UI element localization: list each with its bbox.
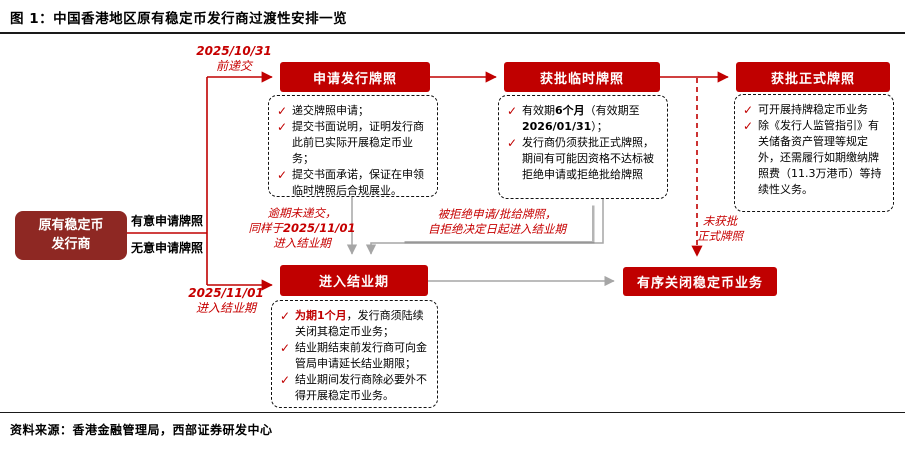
branch-label-no-intend-to-apply: 无意申请牌照 — [131, 241, 204, 255]
check-icon: ✓ — [277, 104, 288, 118]
detail-box-winddown-period: ✓ 为期1个月，发行商须陆续关闭其稳定币业务； ✓ 结业期结束前发行商可向金管局申请延… — [271, 300, 438, 408]
checklist-item-text: 除《发行人监管指引》有关储备资产管理等规定外，还需履行如期缴纳牌照费（11.3万… — [758, 119, 882, 196]
check-icon: ✓ — [280, 373, 291, 387]
checklist-item: ✓ 除《发行人监管指引》有关储备资产管理等规定外，还需履行如期缴纳牌照费（11.3… — [743, 118, 886, 198]
annotation-not-approved-formal: 未获批正式牌照 — [697, 214, 743, 243]
title-divider — [0, 32, 905, 34]
checklist-item-text: 提交书面承诺，保证在申领临时牌照后合规展业。 — [292, 168, 424, 197]
node-formal-license-approved: 获批正式牌照 — [736, 62, 890, 92]
check-icon: ✓ — [743, 119, 754, 133]
source-note: 资料来源：香港金融管理局，西部证券研发中心 — [10, 423, 273, 437]
checklist-item: ✓ 提交书面承诺，保证在申领临时牌照后合规展业。 — [277, 167, 430, 199]
node-original-stablecoin-issuer: 原有稳定币发行商 — [15, 211, 127, 260]
checklist-item: ✓ 可开展持牌稳定币业务 — [743, 102, 886, 118]
checklist-item: ✓ 结业期间发行商除必要外不得开展稳定币业务。 — [280, 372, 430, 404]
checklist-item-text: 可开展持牌稳定币业务 — [758, 103, 868, 116]
detail-box-formal-license: ✓ 可开展持牌稳定币业务 ✓ 除《发行人监管指引》有关储备资产管理等规定外，还需履行如… — [734, 94, 894, 212]
checklist-item-text: 递交牌照申请； — [292, 104, 369, 117]
checklist-item-text: 结业期间发行商除必要外不得开展稳定币业务。 — [295, 373, 427, 402]
node-temp-license-approved: 获批临时牌照 — [504, 62, 660, 92]
checklist-item: ✓ 提交书面说明，证明发行商此前已实际开展稳定币业务； — [277, 119, 430, 167]
check-icon: ✓ — [280, 341, 291, 355]
branch-label-intend-to-apply: 有意申请牌照 — [131, 214, 204, 228]
figure-title: 图 1：中国香港地区原有稳定币发行商过渡性安排一览 — [10, 11, 348, 27]
checklist-item: ✓ 有效期6个月（有效期至2026/01/31）； — [507, 103, 660, 135]
check-icon: ✓ — [507, 136, 518, 150]
annotation-rejected-application: 被拒绝申请/批给牌照，自拒绝决定日起进入结业期 — [402, 203, 592, 241]
detail-box-apply-license: ✓ 递交牌照申请； ✓ 提交书面说明，证明发行商此前已实际开展稳定币业务； ✓ 提交书面承… — [268, 95, 438, 197]
checklist-item-text: 提交书面说明，证明发行商此前已实际开展稳定币业务； — [292, 120, 424, 165]
checklist-item-text: 有效期6个月（有效期至2026/01/31）； — [522, 104, 640, 133]
node-close-stablecoin-business: 有序关闭稳定币业务 — [623, 267, 777, 296]
checklist-item: ✓ 递交牌照申请； — [277, 103, 430, 119]
detail-box-temp-license: ✓ 有效期6个月（有效期至2026/01/31）； ✓ 发行商仍须获批正式牌照，期间有… — [498, 95, 668, 199]
check-icon: ✓ — [277, 168, 288, 182]
checklist-item-text: 发行商仍须获批正式牌照，期间有可能因资格不达标被拒绝申请或拒绝批给牌照 — [522, 136, 654, 181]
check-icon: ✓ — [743, 103, 754, 117]
check-icon: ✓ — [280, 309, 291, 323]
checklist-item-text: 结业期结束前发行商可向金管局申请延长结业期限； — [295, 341, 427, 370]
checklist-item: ✓ 为期1个月，发行商须陆续关闭其稳定币业务； — [280, 308, 430, 340]
check-icon: ✓ — [277, 120, 288, 134]
node-label: 原有稳定币发行商 — [38, 217, 104, 252]
node-apply-license: 申请发行牌照 — [280, 62, 430, 92]
node-enter-winddown-period: 进入结业期 — [280, 265, 428, 296]
check-icon: ✓ — [507, 104, 518, 118]
checklist-item: ✓ 结业期结束前发行商可向金管局申请延长结业期限； — [280, 340, 430, 372]
checklist-item: ✓ 发行商仍须获批正式牌照，期间有可能因资格不达标被拒绝申请或拒绝批给牌照 — [507, 135, 660, 183]
checklist-item-text: 为期1个月，发行商须陆续关闭其稳定币业务； — [295, 309, 424, 338]
footer-divider — [0, 412, 905, 413]
